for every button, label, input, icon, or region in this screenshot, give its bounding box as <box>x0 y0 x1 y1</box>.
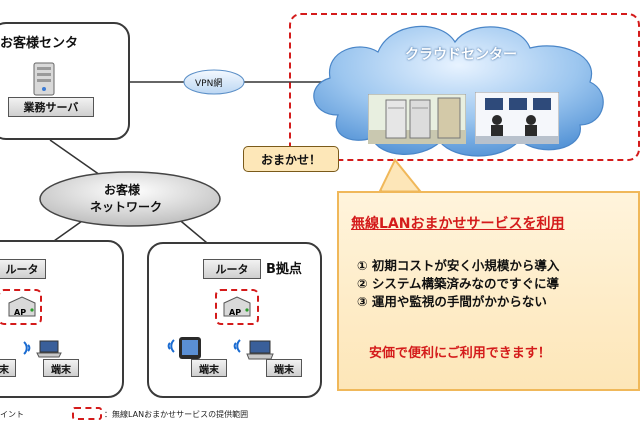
callout-point-2: ② システム構築済みなのですぐに導 <box>357 276 560 291</box>
site-a-ap-label: AP <box>14 308 27 317</box>
site-b-router: ルータ <box>203 259 261 279</box>
vpn-bubble <box>183 69 245 95</box>
site-b-laptop-icon <box>246 340 274 360</box>
site-b-title: B拠点 <box>266 262 302 277</box>
callout-pointer <box>378 158 423 192</box>
callout-point-1: ① 初期コストが安く小規模から導入 <box>357 258 560 273</box>
server-icon <box>33 62 55 96</box>
callout-point-3: ③ 運用や監視の手間がかからない <box>357 294 547 309</box>
network-label-line2: ネットワーク <box>90 200 163 214</box>
vpn-label: VPN網 <box>195 79 223 89</box>
site-a-terminal-1: 末 <box>0 359 16 377</box>
site-b-terminal-2: 端末 <box>266 359 302 377</box>
legend-left-text: イント <box>0 410 24 419</box>
server-label: 業務サーバ <box>8 97 94 117</box>
site-a-laptop-icon <box>36 340 62 358</box>
network-label-line1: お客様 <box>104 183 141 197</box>
site-b-terminal-1: 端末 <box>191 359 227 377</box>
site-a-ap-range <box>0 289 42 325</box>
site-b-ap-range <box>215 289 259 325</box>
operators-image <box>475 92 559 144</box>
site-a-terminal-2: 端末 <box>43 359 79 377</box>
cloud-service-range <box>289 13 640 161</box>
site-b-ap-label: AP <box>229 308 242 317</box>
site-b-ap-icon <box>223 296 251 317</box>
omakase-badge: おまかせ！ <box>243 146 339 172</box>
customer-center-box <box>0 22 130 140</box>
cloud-title: クラウドセンター <box>405 47 517 63</box>
benefit-callout: 無線LANおまかせサービスを利用 ① 初期コストが安く小規模から導入 ② システ… <box>337 191 640 391</box>
site-a-ap-icon <box>8 296 36 317</box>
network-ellipse <box>39 171 221 227</box>
site-b-wifi-icon-2 <box>233 339 241 353</box>
legend-range-swatch <box>72 407 102 420</box>
callout-title: 無線LANおまかせサービスを利用 <box>351 216 565 232</box>
callout-slogan: 安価で便利にご利用できます！ <box>369 346 551 361</box>
datacenter-image <box>368 94 466 144</box>
site-a-router: ルータ <box>0 259 46 279</box>
legend-range-text: ：無線LANおまかせサービスの提供範囲 <box>104 410 249 419</box>
customer-center-title: お客様センタ <box>0 36 79 51</box>
site-b-wifi-icon-1 <box>167 339 175 353</box>
site-b-tablet-icon <box>179 337 201 359</box>
site-a-wifi-icon <box>23 341 31 355</box>
